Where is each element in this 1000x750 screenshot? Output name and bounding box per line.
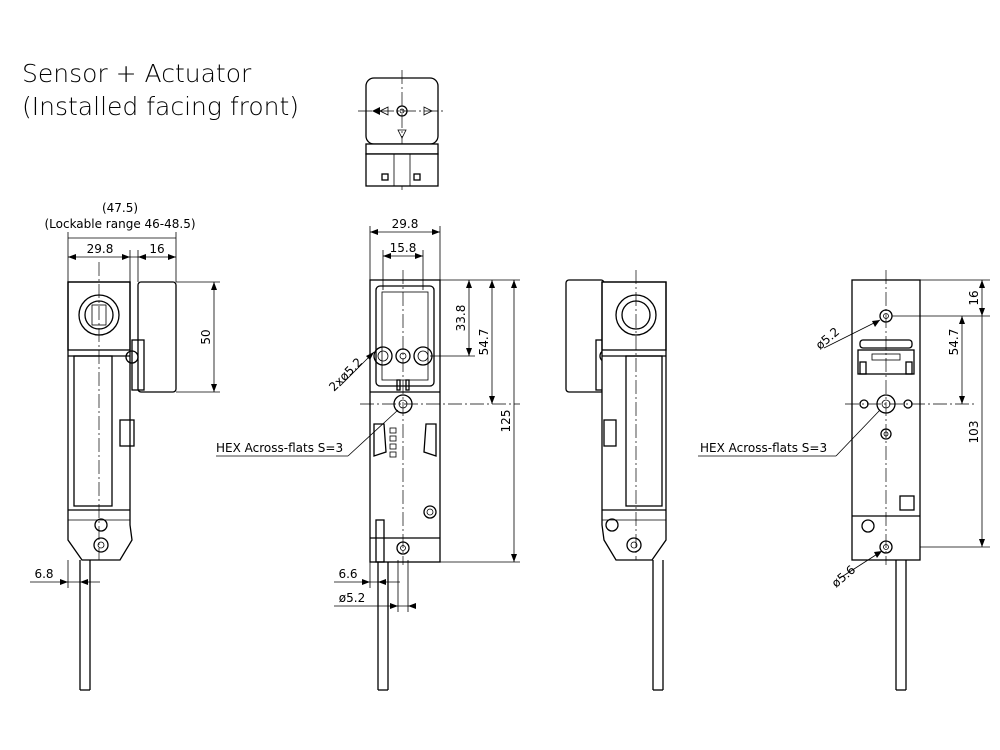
front-width-dim: 29.8 [392,217,419,231]
back-hex-label: HEX Across-flats S=3 [700,441,827,455]
left-lockable-range: (Lockable range 46-48.5) [44,217,195,231]
left-width-a: 29.8 [87,242,114,256]
back-top-hole-label: ø5.2 [813,325,842,353]
back-view: 16 54.7 103 ø5.2 HEX Across-flats S=3 ø5… [698,270,990,691]
back-dim-16: 16 [967,290,981,305]
left-offset-dim: 6.8 [34,567,53,581]
left-width-b: 16 [149,242,164,256]
front-dim-125: 125 [499,410,513,433]
title-line-2: (Installed facing front) [22,92,299,121]
front-inner-width-dim: 15.8 [390,241,417,255]
front-holes-label: 2xø5.2 [326,355,365,394]
front-view: 29.8 15.8 33.8 54.7 125 2xø5.2 HEX Acros… [216,217,520,691]
front-dim-547: 54.7 [477,329,491,356]
left-overall-dim: (47.5) [102,201,138,215]
front-bottom-hole-dim: ø5.2 [339,591,365,605]
front-hex-label: HEX Across-flats S=3 [216,441,343,455]
front-dim-338: 33.8 [454,305,468,332]
back-dim-103: 103 [967,421,981,444]
front-offset-dim: 6.6 [338,567,357,581]
back-dim-547: 54.7 [947,329,961,356]
title-line-1: Sensor + Actuator [22,59,252,88]
back-bottom-hole-label: ø5.6 [829,563,858,591]
left-side-view: (47.5) (Lockable range 46-48.5) 29.8 16 … [30,201,220,691]
left-height-dim: 50 [199,329,213,344]
top-actuator-view [358,70,446,190]
right-side-view [565,270,667,691]
